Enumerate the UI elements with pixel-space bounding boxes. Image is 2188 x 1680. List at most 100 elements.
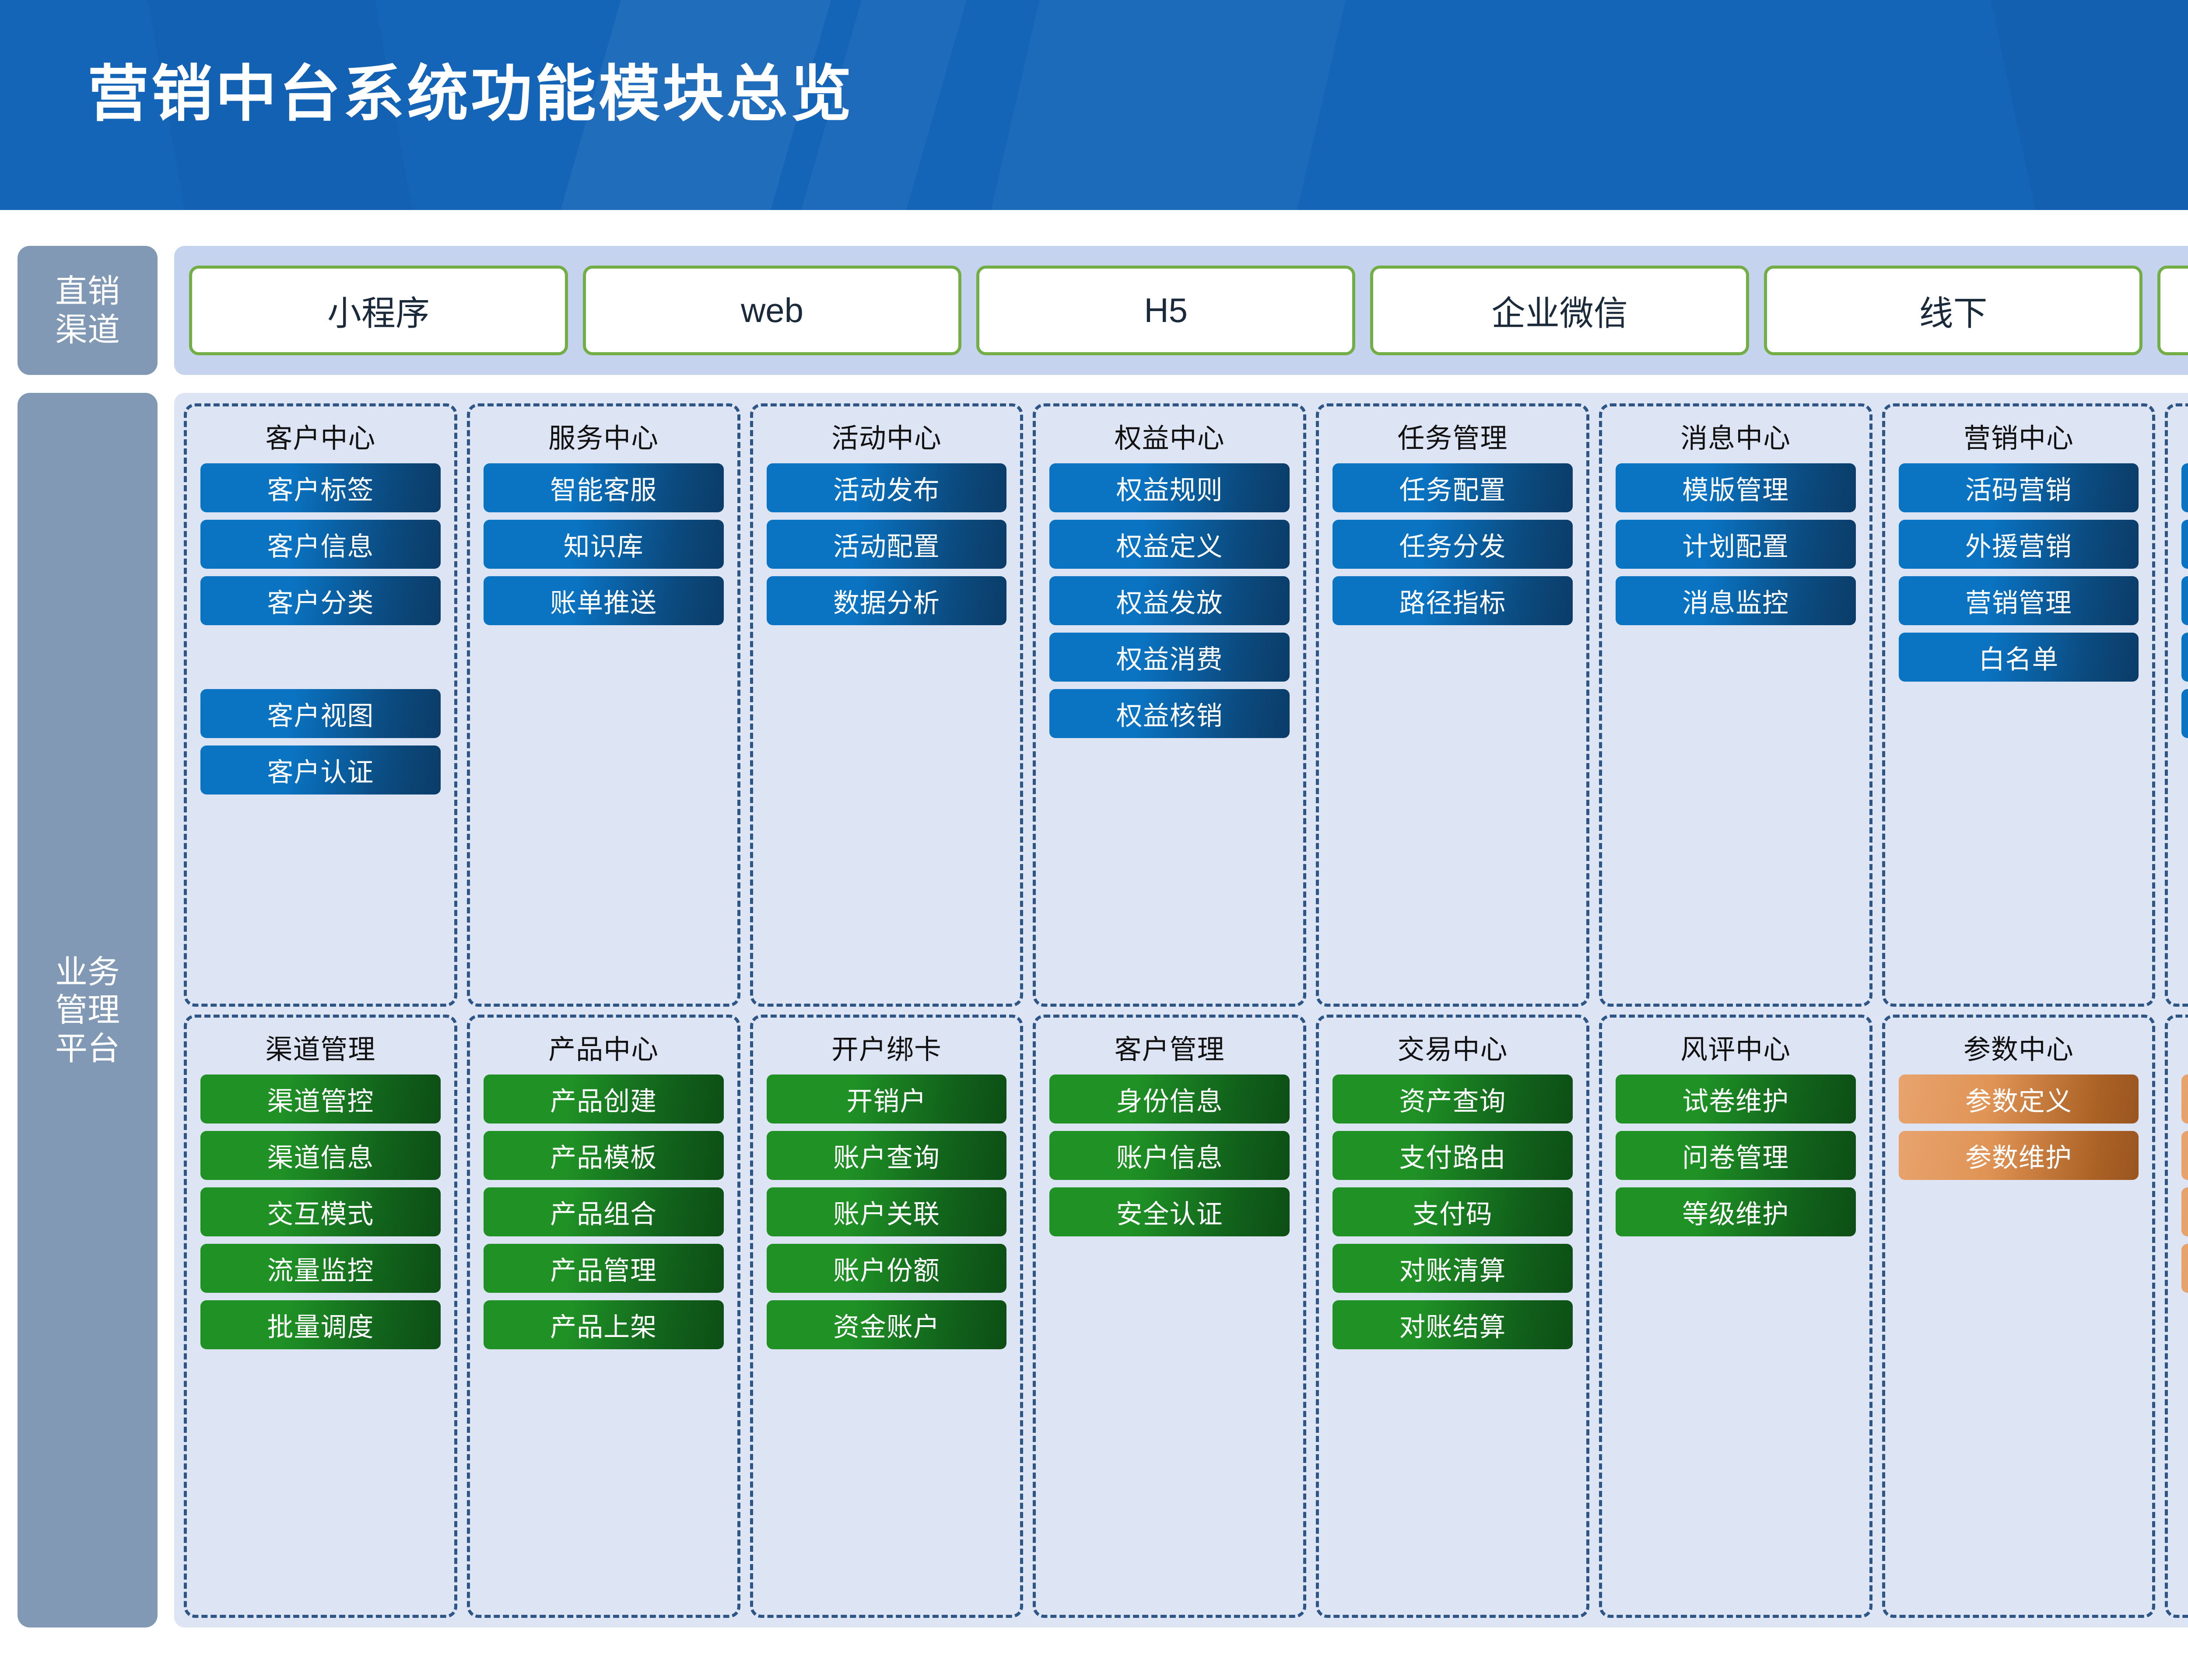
module-item-list: 渠道管控渠道信息交互模式流量监控批量调度: [196, 1074, 445, 1349]
module-item-客户标签[interactable]: 客户标签: [200, 463, 441, 512]
module-item-模版管理[interactable]: 模版管理: [1615, 463, 1856, 512]
module-item-list: 行为路径转化分析热力图计划数据产品数据: [2177, 463, 2188, 738]
module-item-账单推送[interactable]: 账单推送: [483, 576, 724, 625]
module-item-权益核销[interactable]: 权益核销: [1049, 689, 1290, 738]
module-item-知识库[interactable]: 知识库: [483, 520, 724, 569]
module-item-计划配置[interactable]: 计划配置: [1615, 520, 1856, 569]
module-card-活动中心: 活动中心活动发布活动配置数据分析: [750, 403, 1024, 1007]
module-item-注册登录[interactable]: 注册登录: [2181, 1074, 2188, 1124]
module-item-流量监控[interactable]: 流量监控: [200, 1244, 441, 1293]
module-card-消息中心: 消息中心模版管理计划配置消息监控: [1599, 403, 1872, 1007]
module-item-行为路径[interactable]: 行为路径: [2181, 463, 2188, 512]
module-item-支付路由[interactable]: 支付路由: [1332, 1131, 1573, 1180]
module-item-账户关联[interactable]: 账户关联: [766, 1187, 1007, 1236]
left-label-business-platform: 业务管理平台: [18, 393, 158, 1628]
module-card-产品中心: 产品中心产品创建产品模板产品组合产品管理产品上架: [466, 1015, 740, 1618]
module-item-安全核验[interactable]: 安全核验: [2181, 1131, 2188, 1180]
left-label-direct-channel: 直销渠道: [18, 246, 158, 375]
module-item-智能客服[interactable]: 智能客服: [483, 463, 724, 512]
module-item-支付码[interactable]: 支付码: [1332, 1187, 1573, 1236]
module-item-信息维护[interactable]: 信息维护: [2181, 1244, 2188, 1293]
channel-item-4[interactable]: 企业微信: [1370, 266, 1749, 355]
channel-item-label: 线下: [1919, 294, 1988, 332]
module-item-spacer: [200, 633, 441, 682]
module-item-问卷管理[interactable]: 问卷管理: [1615, 1131, 1856, 1180]
module-item-对账清算[interactable]: 对账清算: [1332, 1244, 1573, 1293]
module-item-等级维护[interactable]: 等级维护: [1615, 1187, 1856, 1236]
module-item-数据分析[interactable]: 数据分析: [766, 576, 1007, 625]
module-item-开销户[interactable]: 开销户: [766, 1074, 1007, 1124]
module-item-list: 客户标签客户信息客户分类客户视图客户认证: [196, 463, 445, 794]
module-item-营销管理[interactable]: 营销管理: [1898, 576, 2139, 625]
module-item-转化分析[interactable]: 转化分析: [2181, 520, 2188, 569]
module-item-任务分发[interactable]: 任务分发: [1332, 520, 1573, 569]
module-item-权益发放[interactable]: 权益发放: [1049, 576, 1290, 625]
module-item-产品管理[interactable]: 产品管理: [483, 1244, 724, 1293]
channel-item-6[interactable]: 个人微信: [2157, 266, 2188, 355]
module-item-白名单[interactable]: 白名单: [1898, 633, 2139, 682]
module-item-客户信息[interactable]: 客户信息: [200, 520, 441, 569]
module-item-产品创建[interactable]: 产品创建: [483, 1074, 724, 1124]
module-item-活动配置[interactable]: 活动配置: [766, 520, 1007, 569]
module-card-权益中心: 权益中心权益规则权益定义权益发放权益消费权益核销: [1033, 403, 1306, 1007]
module-item-权益定义[interactable]: 权益定义: [1049, 520, 1290, 569]
module-item-身份信息[interactable]: 身份信息: [1049, 1074, 1290, 1124]
module-item-会话管理[interactable]: 会话管理: [2181, 1187, 2188, 1236]
channel-item-3[interactable]: H5: [976, 266, 1356, 355]
module-item-参数维护[interactable]: 参数维护: [1898, 1131, 2139, 1180]
module-item-安全认证[interactable]: 安全认证: [1049, 1187, 1290, 1236]
module-item-list: 活码营销外援营销营销管理白名单: [1895, 463, 2143, 682]
module-item-渠道信息[interactable]: 渠道信息: [200, 1131, 441, 1180]
header-decor-shape-3: [991, 0, 1346, 210]
module-item-list: 开销户账户查询账户关联账户份额资金账户: [763, 1074, 1011, 1349]
module-item-任务配置[interactable]: 任务配置: [1332, 463, 1573, 512]
module-item-批量调度[interactable]: 批量调度: [200, 1300, 441, 1349]
module-item-路径指标[interactable]: 路径指标: [1332, 576, 1573, 625]
module-card-服务中心: 服务中心智能客服知识库账单推送: [466, 403, 740, 1007]
module-item-账户份额[interactable]: 账户份额: [766, 1244, 1007, 1293]
module-item-渠道管控[interactable]: 渠道管控: [200, 1074, 441, 1124]
module-item-权益消费[interactable]: 权益消费: [1049, 633, 1290, 682]
channel-item-label: H5: [1144, 291, 1188, 329]
module-title: 交易中心: [1397, 1035, 1508, 1065]
channel-item-2[interactable]: web: [582, 266, 962, 355]
channel-item-1[interactable]: 小程序: [189, 266, 568, 355]
module-item-list: 注册登录安全核验会话管理信息维护: [2177, 1074, 2188, 1293]
module-item-活码营销[interactable]: 活码营销: [1898, 463, 2139, 512]
module-item-试卷维护[interactable]: 试卷维护: [1615, 1074, 1856, 1124]
module-item-产品组合[interactable]: 产品组合: [483, 1187, 724, 1236]
module-title: 消息中心: [1680, 424, 1791, 454]
module-item-资金账户[interactable]: 资金账户: [766, 1300, 1007, 1349]
module-item-参数定义[interactable]: 参数定义: [1898, 1074, 2139, 1124]
module-item-客户分类[interactable]: 客户分类: [200, 576, 441, 625]
module-title: 风评中心: [1680, 1035, 1791, 1065]
module-item-交互模式[interactable]: 交互模式: [200, 1187, 441, 1236]
module-item-客户认证[interactable]: 客户认证: [200, 746, 441, 794]
module-title: 服务中心: [548, 424, 659, 454]
module-item-list: 资产查询支付路由支付码对账清算对账结算: [1329, 1074, 1577, 1349]
module-item-对账结算[interactable]: 对账结算: [1332, 1300, 1573, 1349]
module-item-资产查询[interactable]: 资产查询: [1332, 1074, 1573, 1124]
module-card-数据看板: 数据看板行为路径转化分析热力图计划数据产品数据: [2165, 403, 2188, 1007]
channel-item-label: 小程序: [327, 294, 430, 332]
module-card-客户管理: 客户管理身份信息账户信息安全认证: [1033, 1015, 1306, 1618]
channel-list: 小程序 web H5 企业微信 线下 个人微信: [174, 246, 2188, 375]
module-item-产品上架[interactable]: 产品上架: [483, 1300, 724, 1349]
channel-item-5[interactable]: 线下: [1764, 266, 2143, 355]
module-item-消息监控[interactable]: 消息监控: [1615, 576, 1856, 625]
module-card-交易中心: 交易中心资产查询支付路由支付码对账清算对账结算: [1316, 1015, 1589, 1618]
module-item-权益规则[interactable]: 权益规则: [1049, 463, 1290, 512]
module-item-计划数据[interactable]: 计划数据: [2181, 633, 2188, 682]
channel-strip: 小程序 web H5 企业微信 线下 个人微信: [174, 246, 2188, 375]
left-label-business-platform-text: 业务管理平台: [55, 954, 120, 1067]
module-item-账户查询[interactable]: 账户查询: [766, 1131, 1007, 1180]
module-item-产品数据[interactable]: 产品数据: [2181, 689, 2188, 738]
module-item-外援营销[interactable]: 外援营销: [1898, 520, 2139, 569]
module-item-热力图[interactable]: 热力图: [2181, 576, 2188, 625]
module-item-账户信息[interactable]: 账户信息: [1049, 1131, 1290, 1180]
module-item-客户视图[interactable]: 客户视图: [200, 689, 441, 738]
module-title: 任务管理: [1397, 424, 1508, 454]
module-item-产品模板[interactable]: 产品模板: [483, 1131, 724, 1180]
module-item-活动发布[interactable]: 活动发布: [766, 463, 1007, 512]
